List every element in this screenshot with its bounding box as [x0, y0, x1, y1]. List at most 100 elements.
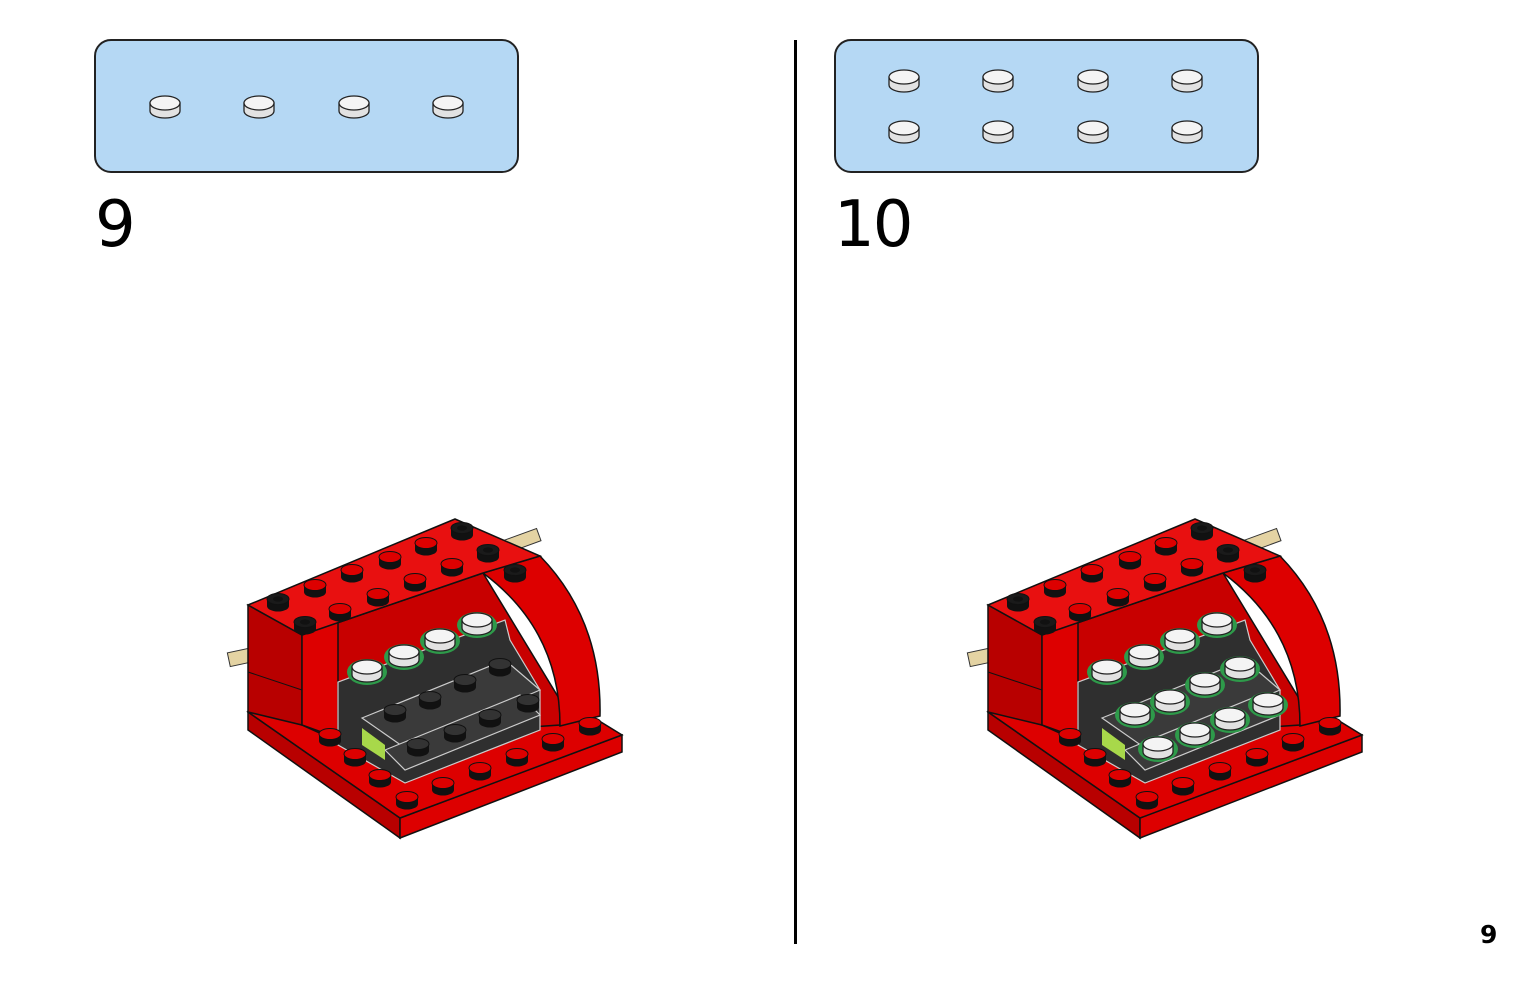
round-tile-icon [888, 69, 920, 93]
stud-hole [1197, 525, 1207, 531]
round-tile-icon [1171, 120, 1203, 144]
stud-icon [488, 658, 512, 677]
stud-icon [1006, 593, 1030, 612]
stud-icon [1108, 769, 1132, 788]
stud-hole [273, 596, 283, 602]
stud-top [403, 573, 427, 585]
round-tile-icon [432, 95, 464, 119]
stud-icon [478, 709, 502, 728]
stud-icon [1033, 616, 1057, 635]
stud-top [440, 558, 464, 570]
stud-icon [1083, 748, 1107, 767]
stud-top [468, 762, 492, 774]
stud-icon [1080, 564, 1104, 583]
stud-icon [453, 674, 477, 693]
round-tile-icon [1210, 707, 1250, 733]
stud-hole [510, 567, 520, 573]
round-tile-icon [1171, 69, 1203, 93]
brick-seam [247, 671, 303, 691]
stud-top [378, 551, 402, 563]
tile-top [982, 69, 1014, 85]
stud-icon [303, 579, 327, 598]
tile-top [1189, 672, 1221, 688]
stud-top [395, 791, 419, 803]
stud-hole [300, 619, 310, 625]
stud-icon [1143, 573, 1167, 592]
left-block-front [1041, 620, 1079, 740]
round-tile-icon [1077, 120, 1109, 144]
stud-hole [1223, 547, 1233, 553]
stud-hole [1040, 619, 1050, 625]
stud-icon [1068, 603, 1092, 622]
stud-top [1068, 603, 1092, 615]
tile-top [1214, 707, 1246, 723]
stud-top [340, 564, 364, 576]
stud-icon [343, 748, 367, 767]
stud-top [578, 717, 602, 729]
stud-hole [483, 547, 493, 553]
stud-icon [1281, 733, 1305, 752]
stud-top [1154, 537, 1178, 549]
model-step-10 [966, 518, 1364, 840]
round-tile-icon [1185, 672, 1225, 698]
stud-top [1118, 551, 1142, 563]
stud-top [1083, 748, 1107, 760]
stud-top [505, 748, 529, 760]
stud-top [406, 738, 430, 750]
model-step-9 [226, 518, 624, 840]
tile-top [1077, 69, 1109, 85]
tile-top [432, 95, 464, 111]
round-tile-icon [457, 612, 497, 638]
stud-top [443, 724, 467, 736]
stud-icon [578, 717, 602, 736]
stud-icon [443, 724, 467, 743]
stud-icon [1216, 544, 1240, 563]
stud-icon [318, 728, 342, 747]
stud-icon [414, 537, 438, 556]
stud-icon [1190, 522, 1214, 541]
tile-top [888, 69, 920, 85]
stud-icon [1180, 558, 1204, 577]
parts-box-background [834, 39, 1259, 173]
stud-top [368, 769, 392, 781]
stud-top [541, 733, 565, 745]
round-tile-icon [1077, 69, 1109, 93]
tile-top [1201, 612, 1233, 628]
round-tile-icon [1115, 702, 1155, 728]
round-tile-icon [1220, 656, 1260, 682]
tile-top [1164, 628, 1196, 644]
round-tile-icon [1160, 628, 1200, 654]
stud-icon [1171, 777, 1195, 796]
round-tile-icon [1150, 689, 1190, 715]
stud-top [1135, 791, 1159, 803]
tile-top [1154, 689, 1186, 705]
stud-top [414, 537, 438, 549]
stud-icon [403, 573, 427, 592]
stud-top [1058, 728, 1082, 740]
tile-top [1179, 722, 1211, 738]
tile-top [149, 95, 181, 111]
stud-icon [1208, 762, 1232, 781]
lime-piece [362, 728, 385, 760]
stud-top [1245, 748, 1269, 760]
parts-box-background [94, 39, 519, 173]
tile-top [1128, 644, 1160, 660]
tile-top [1171, 69, 1203, 85]
tile-top [1077, 120, 1109, 136]
stud-icon [1118, 551, 1142, 570]
stud-icon [476, 544, 500, 563]
stud-top [488, 658, 512, 670]
round-tile-icon [1138, 736, 1178, 762]
stud-icon [378, 551, 402, 570]
round-tile-icon [982, 120, 1014, 144]
stud-top [318, 728, 342, 740]
round-tile-icon [1175, 722, 1215, 748]
stud-icon [383, 704, 407, 723]
stud-icon [505, 748, 529, 767]
stud-top [1180, 558, 1204, 570]
tile-top [338, 95, 370, 111]
stud-icon [541, 733, 565, 752]
stud-icon [328, 603, 352, 622]
stud-icon [406, 738, 430, 757]
